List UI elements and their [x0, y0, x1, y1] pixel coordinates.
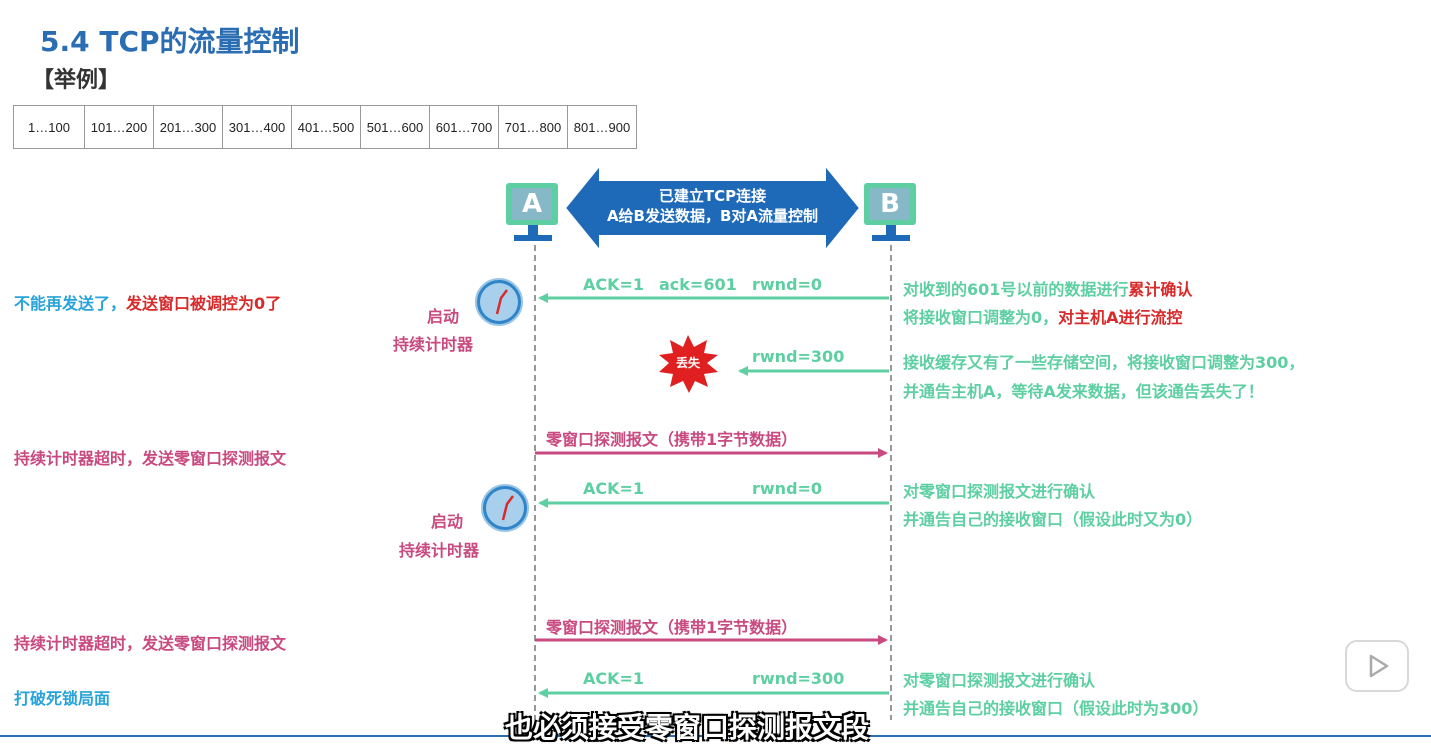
left-note-4: 打破死锁局面: [14, 689, 111, 708]
right-note-5-line1: 对零窗口探测报文进行确认: [903, 671, 1096, 690]
lost-label: 丢失: [675, 356, 700, 370]
sequence-range-table: 1…100 101…200 201…300 301…400 401…500 50…: [13, 105, 637, 149]
host-b-computer-icon: B: [864, 183, 920, 245]
timer-clock-icon: [481, 484, 529, 532]
left-note-1-part2: 发送窗口被调控为0了: [126, 294, 282, 313]
play-icon: [1369, 654, 1389, 678]
lost-burst-icon: [659, 335, 718, 393]
right-note-2-part1: 将接收窗口调整为0，: [903, 308, 1059, 327]
host-a-computer-icon: A: [506, 183, 562, 245]
timer2-start-label: 启动: [431, 512, 464, 531]
right-note-3-line2: 并通告主机A，等待A发来数据，但该通告丢失了！: [903, 382, 1264, 401]
page-title: 5.4 TCP的流量控制: [40, 25, 300, 58]
timer2-name-label: 持续计时器: [399, 541, 480, 560]
msg1-acknum: ack=601: [659, 275, 737, 294]
seq-cell: 601…700: [429, 105, 499, 149]
left-note-3: 持续计时器超时，发送零窗口探测报文: [14, 634, 287, 653]
connection-line1: 已建立TCP连接: [658, 187, 767, 205]
msg1-rwnd: rwnd=0: [752, 275, 823, 294]
msg5-probe: 零窗口探测报文（携带1字节数据）: [546, 618, 798, 637]
left-note-1-part1: 不能再发送了，: [14, 294, 127, 313]
right-note-1: 对收到的601号以前的数据进行累计确认: [903, 276, 1192, 300]
timer1-name-label: 持续计时器: [393, 335, 474, 354]
example-heading: 【举例】: [32, 68, 121, 93]
right-note-1-part1: 对收到的601号以前的数据进行: [903, 280, 1129, 299]
left-note-2: 持续计时器超时，发送零窗口探测报文: [14, 449, 287, 468]
msg3-probe: 零窗口探测报文（携带1字节数据）: [546, 430, 798, 449]
msg6-ack: ACK=1: [583, 669, 645, 688]
seq-cell: 801…900: [567, 105, 637, 149]
right-note-4-line2: 并通告自己的接收窗口（假设此时又为0）: [903, 510, 1203, 529]
right-note-3-line1: 接收缓存又有了一些存储空间，将接收窗口调整为300，: [903, 353, 1305, 372]
connection-line2: A给B发送数据，B对A流量控制: [606, 207, 819, 225]
right-note-1-part2: 累计确认: [1128, 280, 1193, 299]
timer1-start-label: 启动: [427, 307, 460, 326]
connection-label: 已建立TCP连接 A给B发送数据，B对A流量控制: [600, 186, 825, 226]
connection-double-arrow: [563, 162, 862, 254]
msg2-rwnd: rwnd=300: [752, 347, 845, 366]
right-note-2-part2: 对主机A进行流控: [1058, 308, 1183, 327]
seq-cell: 701…800: [498, 105, 568, 149]
host-b-label: B: [870, 188, 910, 220]
right-note-2: 将接收窗口调整为0，对主机A进行流控: [903, 304, 1183, 328]
seq-cell: 501…600: [360, 105, 430, 149]
msg6-rwnd: rwnd=300: [752, 669, 845, 688]
left-note-1: 不能再发送了，发送窗口被调控为0了: [14, 290, 281, 314]
msg1-ack: ACK=1: [583, 275, 645, 294]
seq-cell: 201…300: [153, 105, 223, 149]
msg4-rwnd: rwnd=0: [752, 479, 823, 498]
timer-clock-icon: [475, 278, 523, 326]
seq-cell: 1…100: [13, 105, 85, 149]
video-subtitle: 也必须接受零窗口探测报文段: [505, 711, 870, 744]
right-note-4-line1: 对零窗口探测报文进行确认: [903, 482, 1096, 501]
host-a-label: A: [512, 188, 552, 220]
right-note-5-line2: 并通告自己的接收窗口（假设此时为300）: [903, 699, 1209, 718]
play-button[interactable]: [1345, 640, 1409, 692]
msg4-ack: ACK=1: [583, 479, 645, 498]
